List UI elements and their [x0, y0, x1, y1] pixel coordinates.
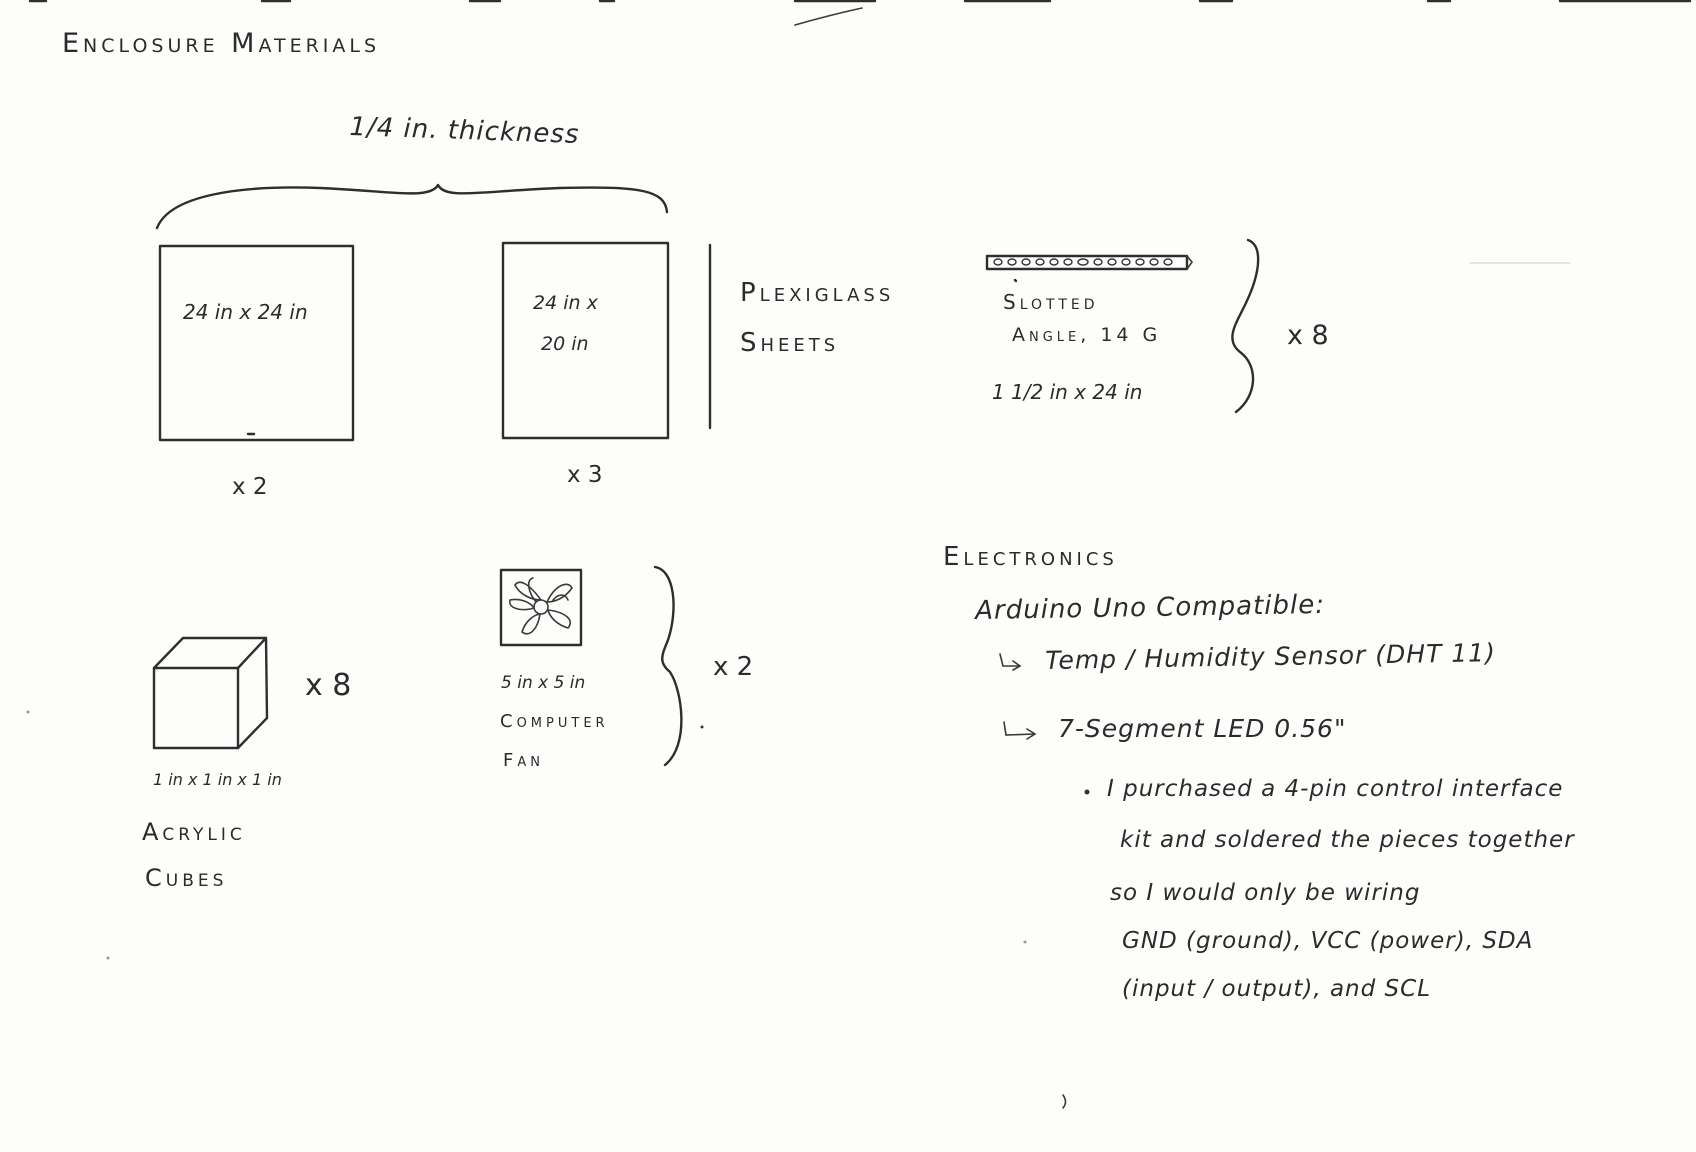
- slotted-angle-count: x 8: [1287, 320, 1329, 351]
- slotted-angle-label-line2: Angle, 14 G: [1012, 324, 1162, 346]
- slotted-angle-brace: [1231, 238, 1260, 414]
- fan-label-line1: Computer: [500, 711, 609, 732]
- sheet-large-size: 24 in x 24 in: [183, 300, 308, 324]
- cubes-label-line1: Acrylic: [142, 818, 246, 846]
- note-line-4: GND (ground), VCC (power), SDA: [1122, 928, 1534, 954]
- sheet-large-count: x 2: [232, 474, 268, 500]
- plexiglass-sheet-large: [158, 244, 355, 442]
- cubes-size: 1 in x 1 in x 1 in: [153, 770, 282, 789]
- note-line-5: (input / output), and SCL: [1122, 976, 1432, 1002]
- note-line-3: so I would only be wiring: [1110, 880, 1421, 906]
- enclosure-title: Enclosure Materials: [62, 28, 381, 59]
- electronics-title: Electronics: [943, 542, 1118, 572]
- plexiglass-sheet-small: [501, 241, 670, 440]
- sheet-small-size-line2: 20 in: [541, 333, 589, 355]
- sheet-small-size-line1: 24 in x: [533, 292, 598, 314]
- computer-fan-drawing: [499, 568, 583, 647]
- thickness-brace: [155, 183, 669, 230]
- fan-label-line2: Fan: [503, 750, 544, 771]
- slotted-angle-size: 1 1/2 in x 24 in: [992, 380, 1143, 404]
- electronics-item-led: 7-Segment LED 0.56": [1058, 714, 1347, 743]
- fan-count: x 2: [713, 652, 754, 682]
- slotted-angle-label-line1: Slotted: [1003, 290, 1099, 314]
- cubes-count: x 8: [305, 668, 352, 703]
- scan-edge-marks: [28, 0, 1692, 26]
- note-line-2: kit and soldered the pieces together: [1120, 827, 1575, 853]
- electronics-board: Arduino Uno Compatible:: [975, 589, 1326, 626]
- note-bullet: [1084, 789, 1090, 795]
- cubes-label-line2: Cubes: [145, 864, 228, 892]
- arrow-sensor: [999, 653, 1022, 671]
- arrow-led: [1003, 721, 1037, 740]
- plexiglass-label-line1: Plexiglass: [740, 278, 895, 308]
- plexiglass-label-line2: Sheets: [740, 328, 840, 358]
- fan-size: 5 in x 5 in: [501, 673, 586, 693]
- note-line-1: I purchased a 4-pin control interface: [1107, 776, 1564, 802]
- fan-brace: [653, 565, 683, 767]
- acrylic-cube-drawing: [152, 636, 269, 750]
- slotted-angle-bar: [985, 254, 1194, 283]
- stray-marks: [26, 262, 1570, 1109]
- sheet-small-count: x 3: [567, 462, 603, 488]
